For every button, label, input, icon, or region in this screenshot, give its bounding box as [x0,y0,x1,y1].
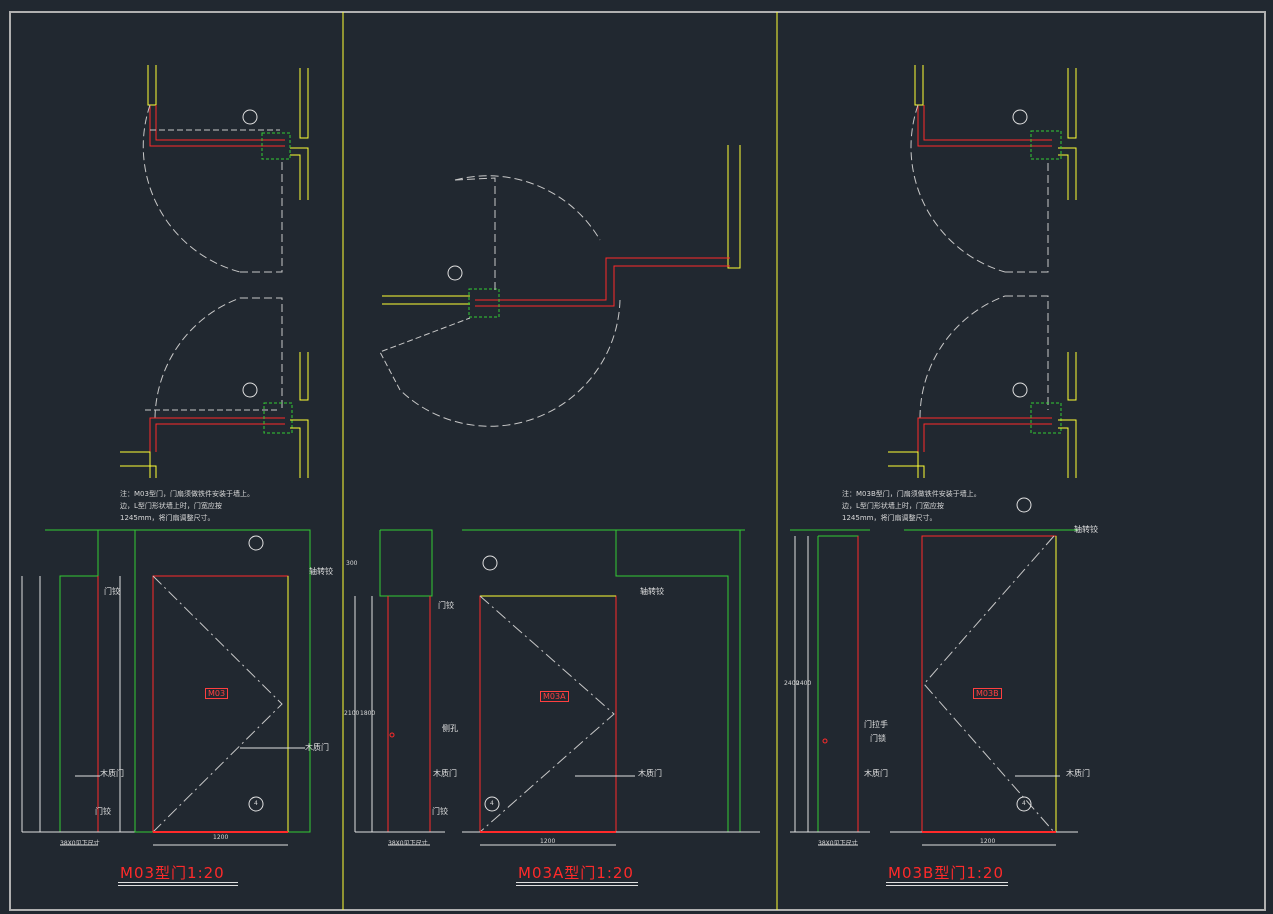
label-hinge-axis-mid: 轴转铰 [640,587,664,596]
note-right: 注：M03B型门，门扇须做铁件安装于墙上。 边，L型门形状墙上时，门宽应按 12… [842,488,981,524]
title-m03-underline-2 [118,885,238,886]
door-tag-m03a[interactable]: M03A [540,691,569,702]
label-wood-door-mid-1: 木质门 [433,769,457,778]
title-m03a: M03A型门1:20 [518,864,634,882]
note-left: 注：M03型门，门扇须做铁件安装于墙上。 边，L型门形状墙上时，门宽应按 124… [120,488,254,524]
dim-height-right-1: 2400 [784,680,800,687]
label-wood-door-right-2: 木质门 [1066,769,1090,778]
left-elevation [21,529,311,846]
label-wood-door-left-1: 木质门 [305,743,329,752]
label-hinge-mid-top: 门铰 [438,601,454,610]
dim-height-mid-1: 2100 [344,710,360,717]
dim-width-left: 1200 [213,834,229,841]
dim-height-mid-2: 1800 [360,710,376,717]
label-wood-door-right-1: 木质门 [864,769,888,778]
label-push-handle-right: 门拉手 [864,720,888,729]
dim-bottom-mid: 38X0见下尺寸 [388,840,428,847]
title-m03b-underline [886,882,1008,883]
note-left-line-2: 边，L型门形状墙上时，门宽应按 [120,502,222,510]
right-plan-view [888,65,1077,478]
label-hinge-mid-bottom: 门铰 [432,807,448,816]
middle-elevation [354,529,760,846]
title-m03-underline [118,882,238,883]
dim-bottom-left: 38X0见下尺寸 [60,840,100,847]
drawing-border [9,11,1266,911]
note-right-line-1: 注：M03B型门，门扇须做铁件安装于墙上。 [842,490,981,498]
door-tag-m03b[interactable]: M03B [973,688,1002,699]
title-m03: M03型门1:20 [120,864,225,882]
detail-symbol-left: 4 [254,800,258,807]
label-hinge-left-bottom: 门铰 [95,807,111,816]
dim-height-right-2: 2400 [796,680,812,687]
detail-symbol-right: 4 [1022,800,1026,807]
note-right-line-3: 1245mm，将门扇调整尺寸。 [842,514,937,522]
dim-width-right: 1200 [980,838,996,845]
label-hinge-left-top: 门铰 [104,587,120,596]
title-m03a-underline-2 [516,885,638,886]
label-door-lock-right: 门锁 [870,734,886,743]
title-m03a-underline [516,882,638,883]
dim-height-mid-top: 300 [346,560,358,567]
label-wood-door-left-2: 木质门 [100,769,124,778]
label-hinge-axis-left: 轴转铰 [309,567,333,576]
left-plan-view [120,65,309,478]
title-m03b: M03B型门1:20 [888,864,1005,882]
label-hinge-axis-right: 轴转铰 [1074,525,1098,534]
dim-width-mid: 1200 [540,838,556,845]
note-left-line-3: 1245mm，将门扇调整尺寸。 [120,514,215,522]
title-m03b-underline-2 [886,885,1008,886]
label-side-hole-mid: 侧孔 [442,724,458,733]
door-tag-m03[interactable]: M03 [205,688,229,699]
detail-symbol-mid: 4 [490,800,494,807]
right-elevation [790,497,1078,846]
label-wood-door-mid-2: 木质门 [638,769,662,778]
note-right-line-2: 边，L型门形状墙上时，门宽应按 [842,502,944,510]
dim-bottom-right: 38X0见下尺寸 [818,840,858,847]
note-left-line-1: 注：M03型门，门扇须做铁件安装于墙上。 [120,490,254,498]
middle-plan-view [379,145,741,427]
